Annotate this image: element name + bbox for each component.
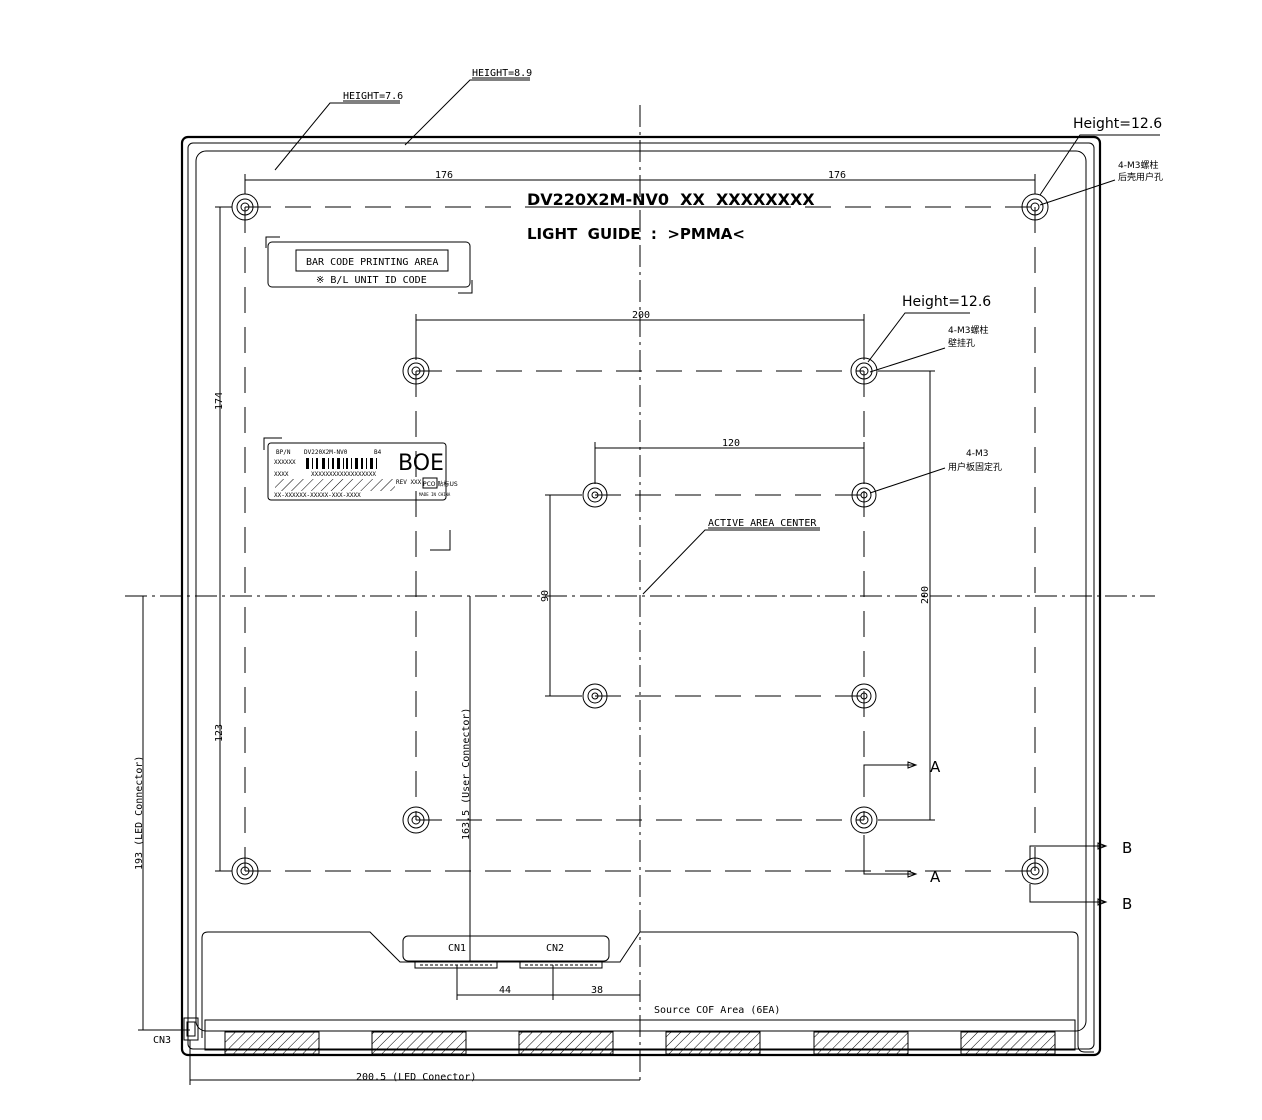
- backplate: [195, 150, 1087, 1032]
- height-89-label: HEIGHT=8.9: [472, 68, 532, 79]
- dim-v-200: 200: [920, 586, 931, 604]
- plate-rev: REV XXX: [396, 479, 422, 486]
- m3-top-label-1: 4-M3螺柱: [1118, 159, 1158, 171]
- cn3-connector: [183, 1017, 199, 1041]
- plate-serial: XX-XXXXXX-XXXXX-XXX-XXXX: [274, 492, 361, 499]
- connector-housing: [402, 935, 610, 962]
- cn3-label: CN3: [153, 1035, 171, 1046]
- plate-row3-value: XXXXXXXXXXXXXXXXXX: [311, 471, 376, 478]
- plate-made-in: MADE IN CHINA: [419, 492, 451, 497]
- dim-bottom-38: 38: [591, 985, 603, 996]
- plate-brand: BOE: [398, 451, 444, 476]
- section-b-top: B: [1122, 839, 1132, 857]
- m3-inner-label-2: 用户板固定孔: [948, 461, 1002, 473]
- barcode-area-title: BAR CODE PRINTING AREA: [306, 257, 438, 268]
- dim-left-123: 123: [214, 724, 225, 742]
- plate-pn-label: BP/N: [276, 449, 291, 456]
- dim-left-174: 174: [214, 392, 225, 410]
- plate-row2-left: XXXXXX: [274, 459, 296, 466]
- led-connector-bottom-label: 200.5 (LED Conector): [356, 1072, 476, 1083]
- m3-top-label-2: 后壳用户孔: [1118, 171, 1163, 183]
- plate-rev-code: B4: [374, 449, 382, 456]
- m3-mid-label-1: 4-M3螺柱: [948, 324, 988, 336]
- dim-inner-120: 120: [722, 438, 740, 449]
- height-76-label: HEIGHT=7.6: [343, 91, 403, 102]
- m3-inner-label-1: 4-M3: [966, 449, 988, 459]
- dim-bottom-44: 44: [499, 985, 511, 996]
- user-connector-vertical-label: 163.5 (User Connector): [461, 708, 472, 840]
- barcode-area-subtitle: ※ B/L UNIT ID CODE: [316, 275, 427, 286]
- section-a-top: A: [930, 758, 941, 776]
- plate-row3-left: XXXX: [274, 471, 289, 478]
- m3-mid-label-2: 壁挂孔: [948, 337, 975, 349]
- dim-top-left: 176: [435, 170, 453, 181]
- active-area-center-label: ACTIVE AREA CENTER: [708, 518, 817, 529]
- dim-mid-200: 200: [632, 310, 650, 321]
- cn1-label: CN1: [448, 943, 466, 954]
- barcode-graphic: [275, 458, 438, 491]
- led-connector-vertical-label: 193 (LED Connector): [134, 756, 145, 870]
- height-126-mid-label: Height=12.6: [902, 294, 991, 310]
- dim-top-right: 176: [828, 170, 846, 181]
- model-number: DV220X2M-NV0 XX XXXXXXXX: [527, 190, 815, 209]
- dim-v-90: 90: [540, 590, 551, 602]
- source-cof-label: Source COF Area (6EA): [654, 1005, 780, 1016]
- section-a-bottom: A: [930, 868, 941, 886]
- height-126-top-label: Height=12.6: [1073, 116, 1162, 132]
- plate-cert: PCO 贴标US: [423, 480, 458, 488]
- light-guide-label: LIGHT GUIDE : >PMMA<: [527, 225, 745, 243]
- cn2-label: CN2: [546, 943, 564, 954]
- plate-pn-value: DV220X2M-NV0: [304, 449, 348, 456]
- section-b-bottom: B: [1122, 895, 1132, 913]
